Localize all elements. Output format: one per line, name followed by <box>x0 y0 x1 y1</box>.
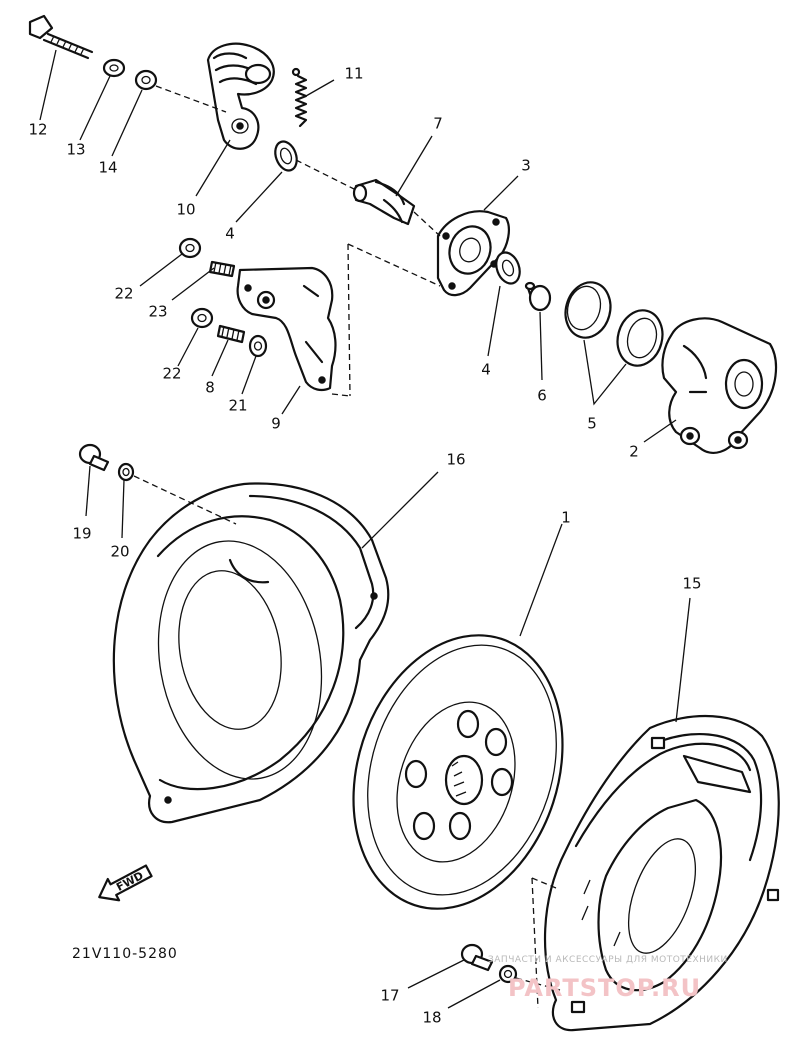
fwd-arrow: FWD <box>98 864 153 902</box>
callout-5: 5 <box>587 415 597 433</box>
washer-part-20 <box>117 462 135 482</box>
seal-part-4-lower <box>495 251 521 285</box>
diagram-code: 21V110-5280 <box>72 946 178 962</box>
callout-22-upper: 22 <box>114 285 133 303</box>
callout-8: 8 <box>205 379 215 397</box>
bracket-part-9 <box>236 266 337 392</box>
nut-part-22-upper <box>178 237 202 259</box>
spring-part-11 <box>291 67 308 128</box>
callout-1: 1 <box>561 509 571 527</box>
callout-13: 13 <box>66 141 85 159</box>
callout-11: 11 <box>344 65 363 83</box>
fwd-label: FWD <box>114 869 146 894</box>
callout-2: 2 <box>629 443 639 461</box>
callout-4-lower: 4 <box>481 361 491 379</box>
callout-17: 17 <box>380 987 399 1005</box>
washer-part-14 <box>134 69 158 91</box>
callout-12: 12 <box>28 121 47 139</box>
callout-21: 21 <box>228 397 247 415</box>
callout-10: 10 <box>176 201 195 219</box>
callout-16: 16 <box>446 451 465 469</box>
callout-4-upper: 4 <box>225 225 235 243</box>
callout-14: 14 <box>98 159 117 177</box>
callout-20: 20 <box>110 543 129 561</box>
shaft-part-7 <box>352 178 416 226</box>
watermark-tagline: ЗАПЧАСТИ И АКСЕССУАРЫ ДЛЯ МОТОТЕХНИКИ <box>488 955 728 965</box>
brake-disc-part-1 <box>352 634 564 910</box>
callout-23: 23 <box>148 303 167 321</box>
plug-part-6 <box>524 281 552 312</box>
callout-9: 9 <box>271 415 281 433</box>
bolt-part-17 <box>460 943 494 972</box>
callout-18: 18 <box>422 1009 441 1027</box>
backing-plate-part-15 <box>543 714 780 1032</box>
stud-part-23 <box>208 260 236 278</box>
callout-15: 15 <box>682 575 701 593</box>
housing-part-2 <box>661 317 777 454</box>
lever-part-10 <box>206 42 275 150</box>
watermark-logo: PARTSTOP.RU <box>508 974 701 1002</box>
callout-3: 3 <box>521 157 531 175</box>
cup-part-5a <box>564 281 612 339</box>
callout-6: 6 <box>537 387 547 405</box>
nut-part-13 <box>102 58 126 78</box>
bolt-part-12 <box>28 14 94 60</box>
washer-part-21 <box>248 334 268 358</box>
cover-part-3 <box>436 210 510 297</box>
bolt-part-19 <box>78 443 110 472</box>
seal-part-4-upper <box>274 140 298 172</box>
callout-7: 7 <box>433 115 443 133</box>
callout-22-lower: 22 <box>162 365 181 383</box>
washer-part-18 <box>498 964 518 984</box>
callout-19: 19 <box>72 525 91 543</box>
drum-cover-part-16 <box>112 482 390 824</box>
stud-part-8 <box>216 324 246 344</box>
nut-part-22-lower <box>190 307 214 329</box>
cup-part-5b <box>616 309 664 367</box>
